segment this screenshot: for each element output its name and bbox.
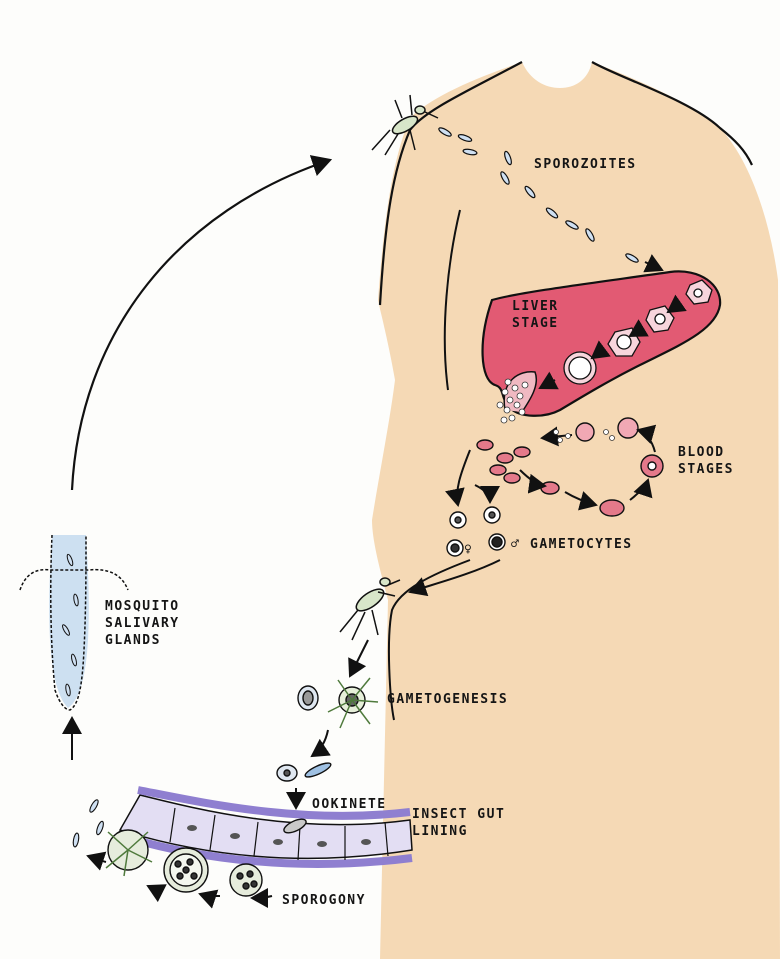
- label-gut-lining: INSECT GUT LINING: [412, 806, 505, 840]
- blood-cells: [476, 417, 664, 517]
- gametocyte-arrows: [408, 449, 501, 597]
- label-blood-stages-line-2: STAGES: [678, 462, 734, 477]
- label-sporozoites: SPOROZOITES: [534, 157, 637, 172]
- sporozoites-trail: [438, 127, 639, 263]
- mosquito-salivary-glands: [19, 534, 129, 711]
- oocysts: [105, 829, 263, 897]
- torso-side-line: [443, 209, 461, 391]
- label-gametocytes: GAMETOCYTES: [530, 537, 633, 552]
- label-gut-lining-line-1: INSECT GUT: [412, 807, 506, 822]
- merozoites-small: [553, 429, 615, 443]
- label-salivary-glands-line-3: GLANDS: [105, 633, 161, 648]
- torso-lower-outline: [387, 559, 471, 721]
- released-sporozoites: [72, 799, 104, 848]
- cycle-return-arrow: [70, 155, 333, 491]
- label-blood-stages-line-1: BLOOD: [678, 445, 725, 460]
- gametogenesis-cells: [297, 677, 379, 729]
- label-salivary-glands-line-2: SALIVARY: [105, 616, 180, 631]
- mosquito-biting-icon: [371, 94, 439, 156]
- female-symbol: ♀: [464, 542, 474, 557]
- insect-gut-lining: [116, 786, 413, 868]
- fertilization-cells: [276, 762, 332, 782]
- label-salivary-glands-line-1: MOSQUITO: [105, 599, 180, 614]
- label-sporogony: SPOROGONY: [282, 893, 366, 908]
- label-gut-lining-line-2: LINING: [412, 824, 468, 839]
- liver-arrows: [538, 294, 687, 390]
- merozoite-cluster: [496, 378, 529, 424]
- label-salivary-glands: MOSQUITO SALIVARY GLANDS: [105, 598, 180, 649]
- label-blood-stages: BLOOD STAGES: [678, 444, 734, 478]
- ookinete-cell: [283, 818, 307, 834]
- label-gametogenesis: GAMETOGENESIS: [387, 692, 509, 707]
- label-liver-stage-line-2: STAGE: [512, 316, 559, 331]
- male-symbol: ♂: [511, 537, 521, 552]
- label-liver-stage: LIVER STAGE: [512, 298, 559, 332]
- label-ookinete: OOKINETE: [312, 797, 387, 812]
- torso-outline-right: [591, 61, 753, 166]
- gametocyte-cells: [446, 506, 506, 557]
- mosquito-feeding-icon: [339, 577, 401, 641]
- label-liver-stage-line-1: LIVER: [512, 299, 559, 314]
- sporogony-arrows: [86, 851, 273, 909]
